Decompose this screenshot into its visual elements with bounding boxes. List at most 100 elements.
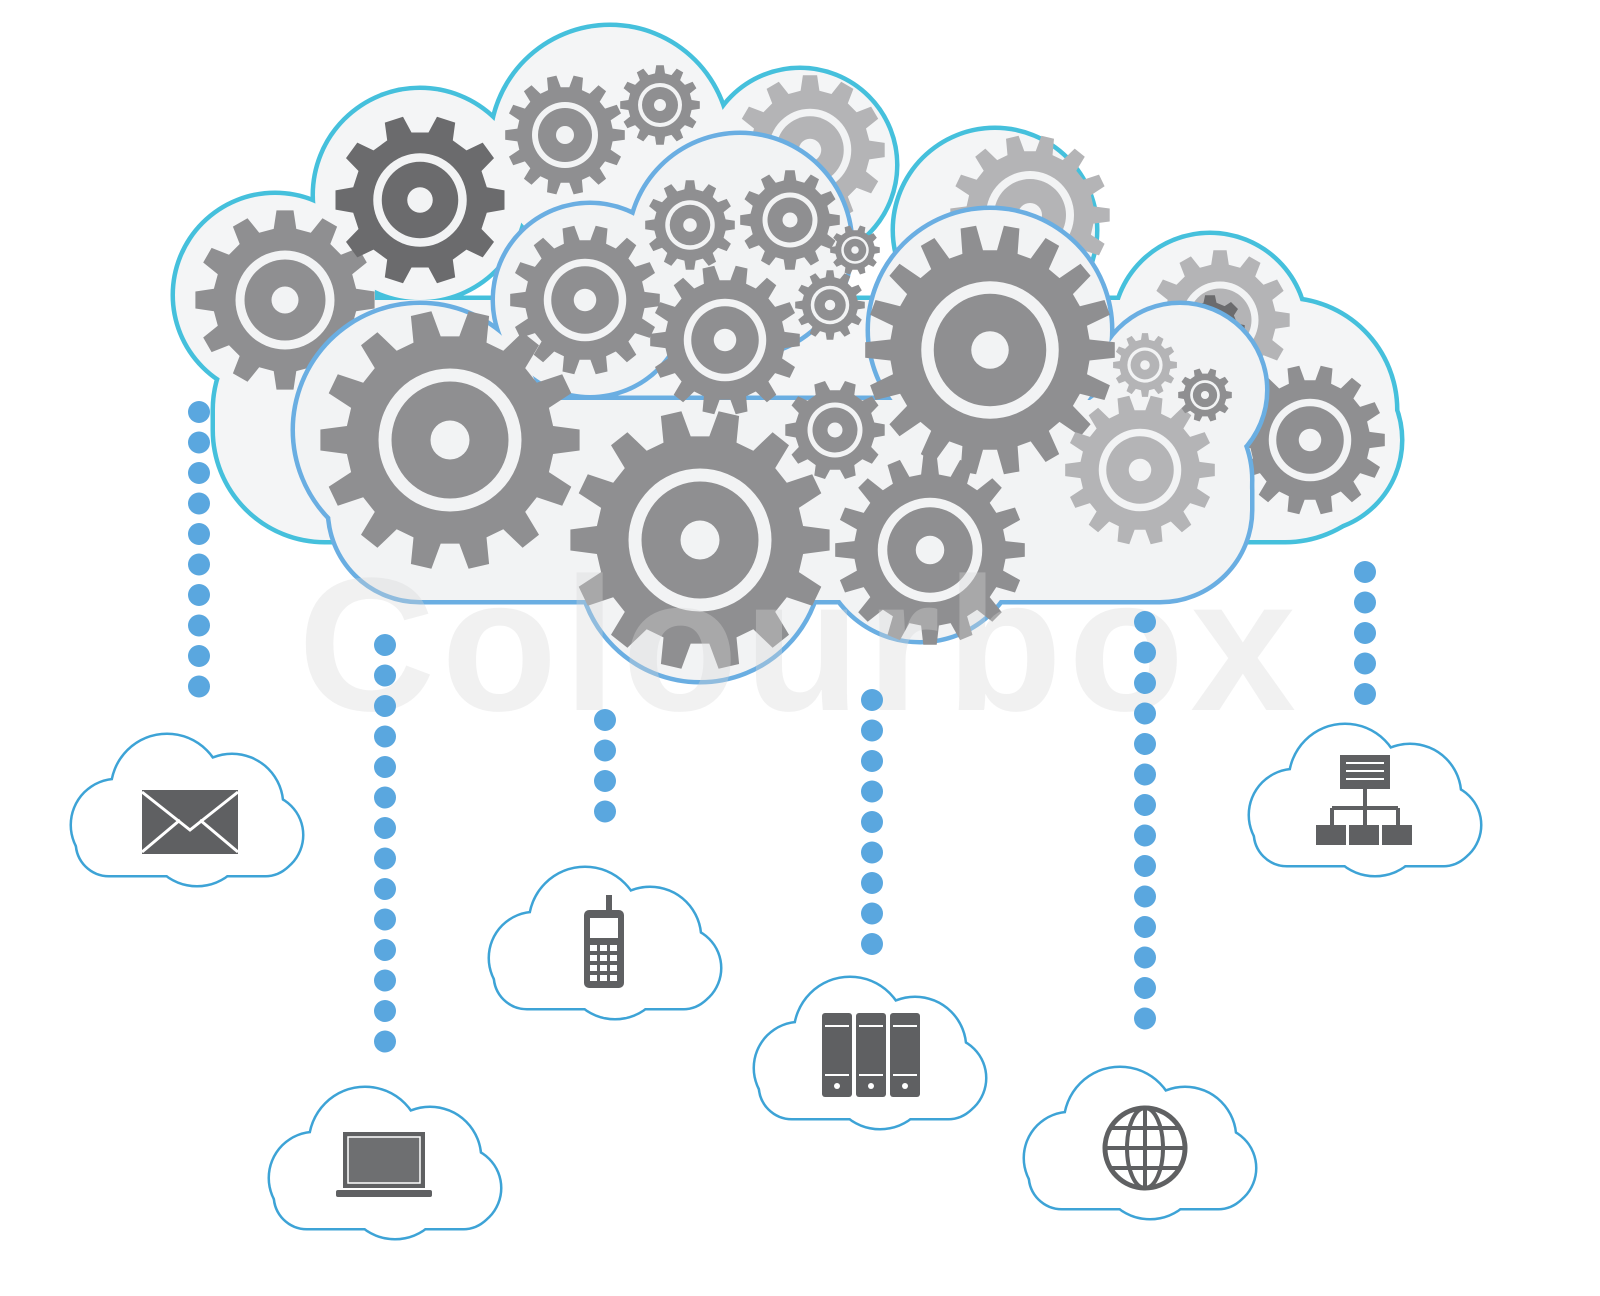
network-connectors: [1330, 789, 1400, 825]
gear-hole: [683, 218, 697, 232]
connector-dot: [1134, 855, 1156, 877]
connector-dot: [1134, 702, 1156, 725]
connector-dot: [374, 908, 396, 931]
laptop-icon: [336, 1132, 432, 1197]
envelope-icon: [141, 790, 239, 854]
phone-antenna: [606, 895, 612, 913]
connector-dot: [1354, 652, 1376, 675]
connector-dot: [188, 462, 210, 484]
globe-lines: [1105, 1108, 1185, 1188]
gear-icon: [620, 65, 700, 145]
gear-icon: [830, 225, 880, 275]
gear-hole: [824, 299, 836, 311]
connector-dot: [188, 584, 210, 606]
connector-dot: [861, 780, 883, 803]
network-child-node: [1316, 825, 1346, 845]
connector-dot: [374, 847, 396, 870]
connector-dot: [1134, 672, 1156, 694]
connector-dot: [374, 634, 396, 656]
globe-icon: [1102, 1105, 1188, 1191]
connector-dot: [861, 841, 883, 864]
connector-dot: [1134, 763, 1156, 786]
gear-hole: [851, 246, 859, 254]
server-led: [834, 1083, 840, 1089]
phone-key: [590, 955, 597, 961]
phone-key: [610, 955, 617, 961]
server-led: [902, 1083, 908, 1089]
gear-hole: [782, 212, 798, 228]
gear-icon: [785, 381, 885, 479]
device-clouds: [69, 722, 1483, 1241]
connector-dot: [594, 709, 616, 731]
gear-hole: [971, 331, 1009, 369]
connector-dot: [188, 614, 210, 637]
gear-icon: [570, 411, 830, 669]
server-led: [868, 1083, 874, 1089]
connector-dot: [594, 800, 616, 823]
connector-dot: [1134, 641, 1156, 664]
connector-dot: [861, 811, 883, 833]
gear-hole: [1128, 458, 1152, 482]
gear-icon: [645, 180, 735, 270]
connector-dot: [374, 939, 396, 961]
connector-dot: [594, 739, 616, 762]
gear-hole: [654, 99, 666, 111]
device-cloud: [1022, 1065, 1258, 1221]
connector-dot: [1134, 977, 1156, 999]
gear-icon: [320, 311, 580, 569]
phone-key: [600, 945, 607, 951]
gear-hole: [407, 187, 433, 213]
front-cloud-gears: [320, 170, 1232, 669]
device-icons: [141, 755, 1412, 1197]
cloud-body: [1030, 1143, 1250, 1208]
connector-dot: [1134, 885, 1156, 908]
gear-hole: [1140, 360, 1150, 370]
gear-icon: [1065, 395, 1215, 545]
gear-hole: [271, 286, 299, 314]
connector-dot: [594, 770, 616, 792]
connector-dot: [374, 756, 396, 778]
connector-dot: [861, 872, 883, 894]
connector-dot: [1354, 591, 1376, 614]
connector-dot: [188, 523, 210, 545]
connector-dot: [1134, 611, 1156, 633]
connector-dot: [1354, 622, 1376, 644]
connector-dot: [1134, 824, 1156, 847]
connector-dot: [374, 1000, 396, 1022]
network-hierarchy-icon: [1316, 755, 1412, 845]
gear-icon: [510, 225, 660, 375]
mobile-phone-icon: [584, 895, 624, 988]
connector-dot: [374, 878, 396, 900]
connector-dot: [1134, 794, 1156, 816]
connector-dot: [861, 933, 883, 955]
gear-hole: [556, 126, 574, 144]
connector-dot: [861, 750, 883, 772]
phone-key: [610, 945, 617, 951]
phone-key: [590, 965, 597, 971]
phone-key: [590, 945, 597, 951]
gear-hole: [680, 520, 720, 560]
gear-icon: [865, 225, 1115, 475]
phone-key: [600, 955, 607, 961]
connector-dot: [188, 675, 210, 698]
phone-key: [610, 975, 617, 981]
connector-dot: [861, 689, 883, 711]
connector-dot: [188, 401, 210, 423]
phone-screen: [590, 918, 618, 938]
gear-icon: [335, 116, 505, 284]
connector-dot: [1134, 1007, 1156, 1030]
phone-key: [600, 965, 607, 971]
gear-hole: [430, 420, 470, 460]
laptop-display: [347, 1136, 421, 1184]
network-child-node: [1349, 825, 1379, 845]
connector-dot: [374, 664, 396, 687]
gear-icon: [795, 270, 865, 340]
connector-dot: [1354, 561, 1376, 583]
server-rack-icon: [822, 1013, 920, 1097]
gear-hole: [713, 328, 737, 352]
gear-hole: [1298, 428, 1322, 452]
gear-hole: [1200, 390, 1210, 400]
connector-dot: [374, 1030, 396, 1053]
envelope-body: [142, 790, 238, 854]
connector-dot: [1134, 733, 1156, 755]
